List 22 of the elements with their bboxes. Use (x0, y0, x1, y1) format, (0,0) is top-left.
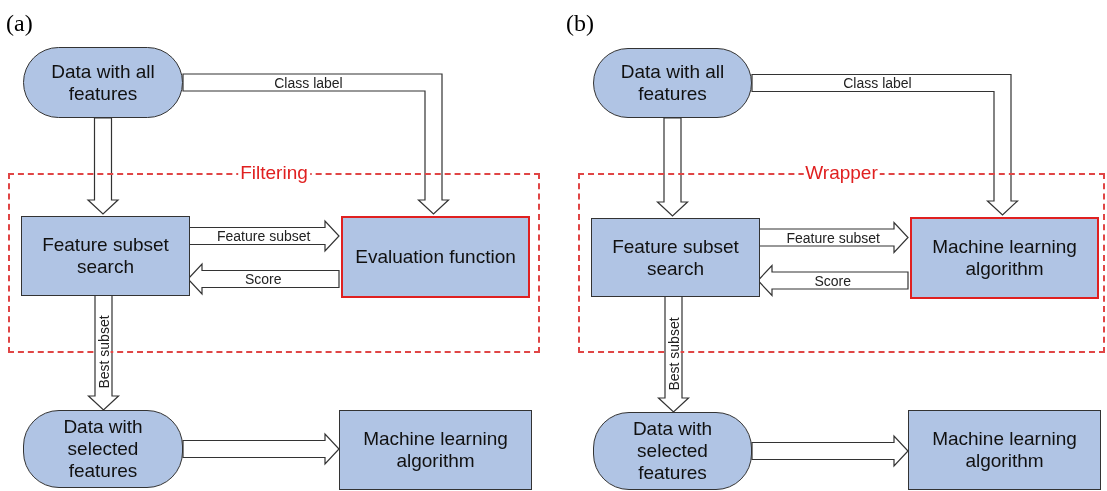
block-arrow (86, 117, 120, 215)
highlighted-process-box: Evaluation function (341, 216, 530, 298)
process-box: Machine learning algorithm (339, 410, 532, 490)
edge-label: Best subset (666, 315, 681, 392)
process-box: Machine learning algorithm (908, 410, 1101, 490)
block-arrow (182, 432, 340, 466)
panel-label: (b) (566, 10, 594, 37)
edge-label: Best subset (96, 314, 111, 390)
block-arrow (182, 73, 451, 215)
panel-label: (a) (6, 10, 33, 37)
highlighted-process-box: Machine learning algorithm (910, 217, 1099, 299)
data-terminal: Data with selected features (593, 412, 752, 490)
data-terminal: Data with selected features (23, 410, 183, 488)
block-arrow (655, 117, 690, 217)
data-terminal: Data with all features (593, 48, 752, 118)
block-arrow (751, 434, 909, 468)
process-box: Feature subset search (21, 216, 190, 296)
edge-label: Class label (842, 76, 913, 90)
edge-label: Score (244, 272, 283, 286)
data-terminal: Data with all features (23, 47, 183, 118)
process-box: Feature subset search (591, 218, 760, 297)
edge-label: Feature subset (216, 229, 312, 243)
